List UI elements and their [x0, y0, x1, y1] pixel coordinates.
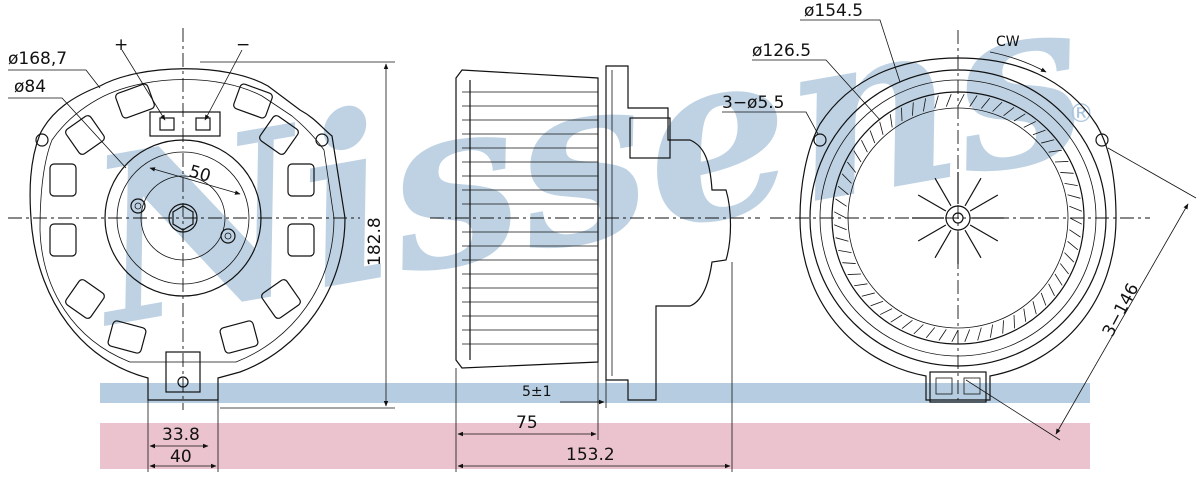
rear-view — [722, 19, 1197, 441]
dim-rear-housing-diameter: ø154.5 — [804, 1, 863, 21]
watermark-band-blue — [100, 383, 1090, 403]
dim-tab-inner-width: 33.8 — [162, 425, 200, 445]
dim-mounting-holes: 3−ø5.5 — [722, 93, 785, 113]
label-rotation-direction: CW — [996, 34, 1020, 50]
dim-overall-height: 182.8 — [365, 217, 385, 266]
dim-overall-depth: 153.2 — [566, 445, 615, 465]
front-view — [8, 28, 395, 472]
side-view — [430, 65, 760, 472]
dim-flange-offset: 5±1 — [522, 384, 552, 400]
label-polarity-minus: − — [236, 35, 250, 55]
watermark-band-pink — [100, 423, 1090, 469]
dim-hole-spacing: 3−146 — [1099, 280, 1144, 340]
dim-rear-wheel-diameter: ø126.5 — [752, 41, 811, 61]
dim-tab-outer-width: 40 — [170, 447, 192, 467]
watermark-registered-mark: ® — [1068, 99, 1094, 129]
label-polarity-plus: + — [114, 35, 128, 55]
dim-front-outer-diameter: ø168,7 — [8, 49, 67, 69]
dim-wheel-depth: 75 — [516, 413, 538, 433]
dim-front-inner-diameter: ø84 — [14, 77, 46, 97]
